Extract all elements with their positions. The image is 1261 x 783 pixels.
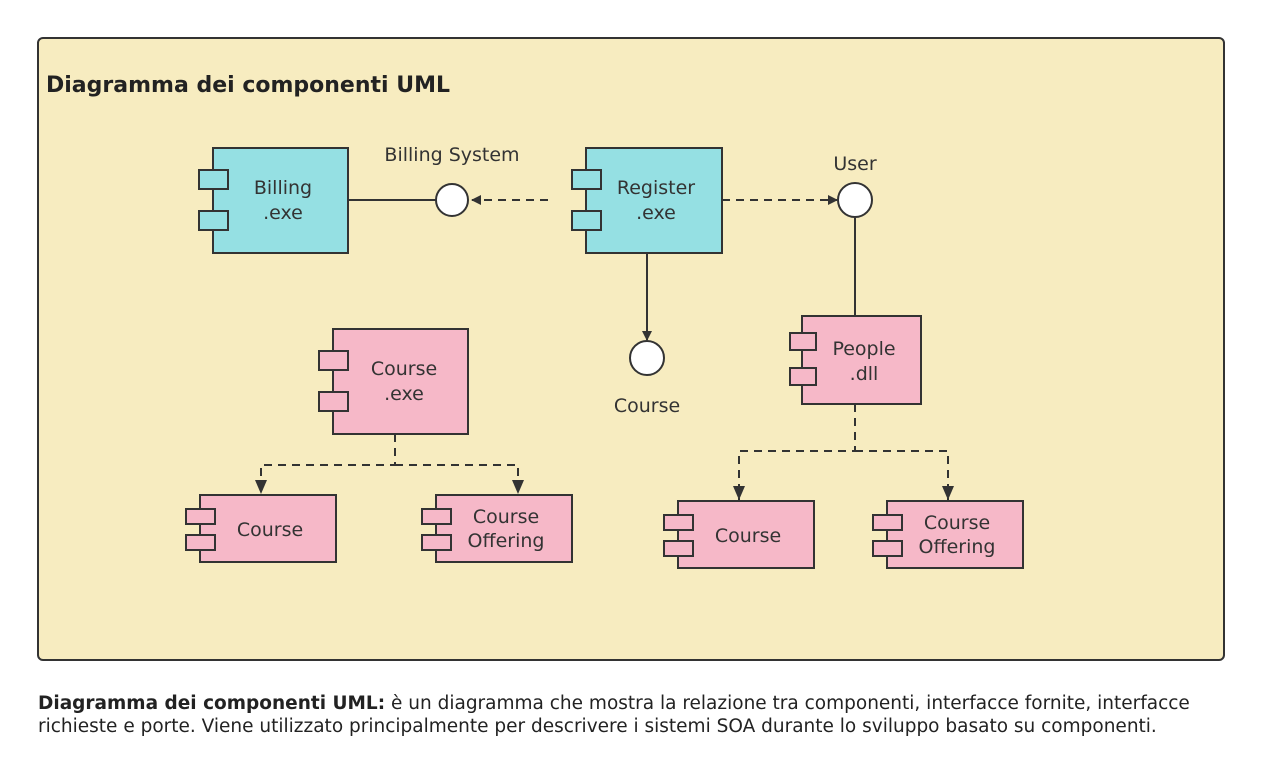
component-label: Offering [468, 530, 545, 552]
component-port-icon [198, 210, 229, 231]
component-label: Course [473, 506, 539, 528]
component-label: .dll [850, 363, 879, 385]
component-port-icon [872, 514, 903, 531]
component-port-icon [789, 367, 817, 386]
component-course-offering-left[interactable]: Course Offering [421, 494, 573, 563]
user-interface[interactable] [837, 182, 873, 218]
component-people-dll[interactable]: People .dll [789, 315, 922, 405]
component-port-icon [789, 332, 817, 351]
people-dll-dependency-dashed [738, 404, 949, 500]
component-port-icon [185, 534, 216, 551]
component-label: .exe [636, 202, 676, 224]
component-label: Offering [919, 536, 996, 558]
billing-system-label: Billing System [384, 144, 519, 166]
billing-system-interface[interactable] [435, 183, 469, 217]
component-label: Course [371, 358, 437, 380]
component-label: Course [924, 512, 990, 534]
component-port-icon [872, 540, 903, 557]
component-course-exe[interactable]: Course .exe [318, 328, 469, 435]
course-interface-label: Course [614, 395, 680, 417]
arrowhead-course-offering-right [942, 486, 954, 500]
component-port-icon [185, 508, 216, 525]
arrowhead-course-left [255, 480, 267, 494]
component-label: .exe [263, 202, 303, 224]
course-interface[interactable] [629, 340, 665, 376]
component-label: People [832, 338, 895, 360]
component-billing-exe[interactable]: Billing .exe [198, 147, 349, 254]
component-port-icon [318, 350, 349, 371]
component-register-exe[interactable]: Register .exe [571, 147, 723, 254]
component-label: .exe [384, 383, 424, 405]
component-port-icon [421, 534, 452, 551]
user-interface-label: User [833, 153, 876, 175]
component-label: Register [617, 177, 695, 199]
caption-text: è un diagramma che mostra la relazione t… [38, 693, 1190, 737]
uml-component-diagram: Diagramma dei componenti UML Billing Sys… [37, 37, 1225, 661]
caption-term: Diagramma dei componenti UML: [38, 693, 386, 714]
component-port-icon [663, 540, 694, 557]
arrowhead-course-right [733, 486, 745, 500]
component-port-icon [571, 169, 602, 190]
component-label: Course [237, 519, 303, 541]
component-port-icon [318, 391, 349, 412]
component-label: Course [715, 525, 781, 547]
component-port-icon [663, 514, 694, 531]
component-label: Billing [254, 177, 312, 199]
component-port-icon [198, 169, 229, 190]
component-port-icon [571, 210, 602, 231]
component-course-right[interactable]: Course [663, 500, 815, 569]
component-port-icon [421, 508, 452, 525]
diagram-title: Diagramma dei componenti UML [46, 73, 450, 98]
diagram-frame [37, 37, 1225, 661]
arrowhead-course-offering-left [512, 480, 524, 494]
component-course-offering-right[interactable]: Course Offering [872, 500, 1024, 569]
component-course-left[interactable]: Course [185, 494, 337, 563]
diagram-caption: Diagramma dei componenti UML: è un diagr… [38, 692, 1228, 738]
